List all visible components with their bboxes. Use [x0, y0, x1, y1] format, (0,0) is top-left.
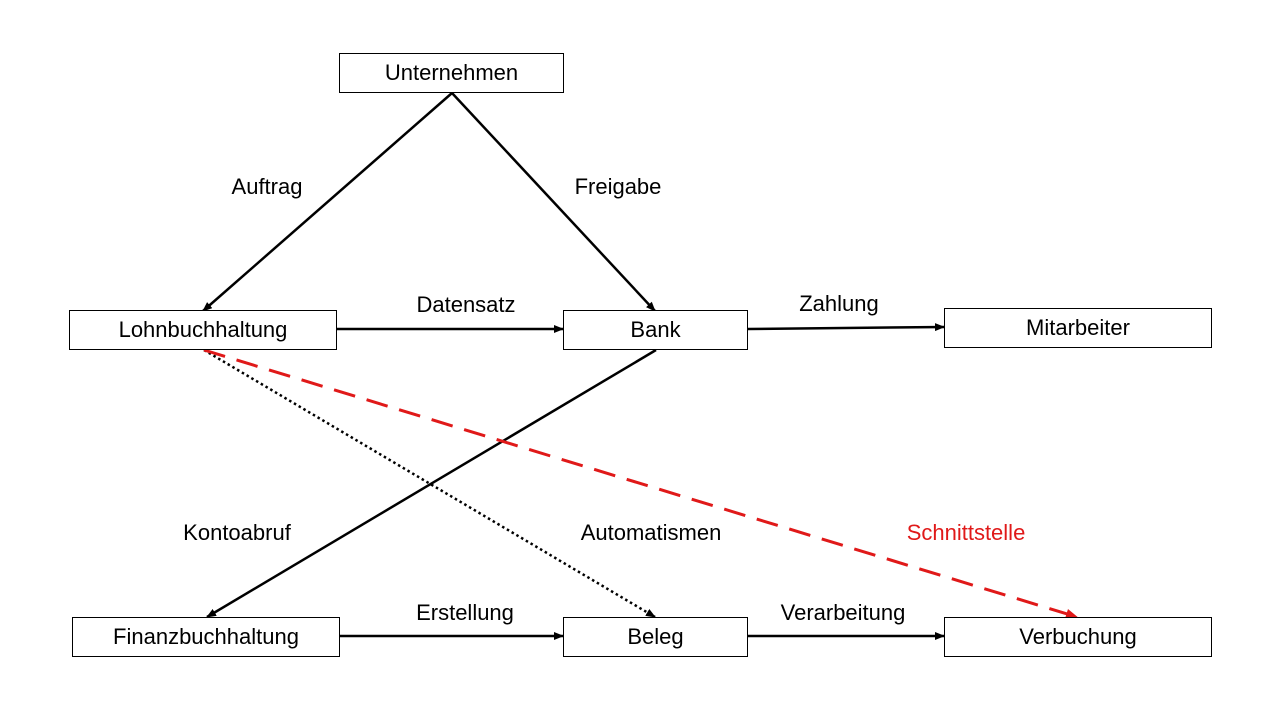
edge-auftrag: [202, 92, 453, 312]
edge-schnittstelle: [203, 348, 1078, 619]
node-finanzbuchhaltung: Finanzbuchhaltung: [72, 617, 340, 657]
label-schnittstelle: Schnittstelle: [906, 520, 1026, 545]
label-datensatz: Datensatz: [416, 292, 516, 317]
label-automatismen: Automatismen: [580, 520, 722, 545]
node-mitarbeiter: Mitarbeiter: [944, 308, 1212, 348]
edge-zahlung: [747, 323, 945, 332]
label-freigabe: Freigabe: [574, 174, 662, 199]
edge-kontoabruf: [206, 348, 657, 619]
node-bank: Bank: [563, 310, 748, 350]
node-beleg: Beleg: [563, 617, 748, 657]
label-zahlung: Zahlung: [799, 291, 879, 316]
edge-freigabe: [451, 92, 656, 312]
label-erstellung: Erstellung: [416, 600, 514, 625]
edge-automatismen: [203, 348, 656, 619]
label-verarbeitung: Verarbeitung: [780, 600, 906, 625]
node-unternehmen: Unternehmen: [339, 53, 564, 93]
node-lohnbuchhaltung: Lohnbuchhaltung: [69, 310, 337, 350]
label-kontoabruf: Kontoabruf: [183, 520, 291, 545]
node-verbuchung: Verbuchung: [944, 617, 1212, 657]
label-auftrag: Auftrag: [231, 174, 303, 199]
